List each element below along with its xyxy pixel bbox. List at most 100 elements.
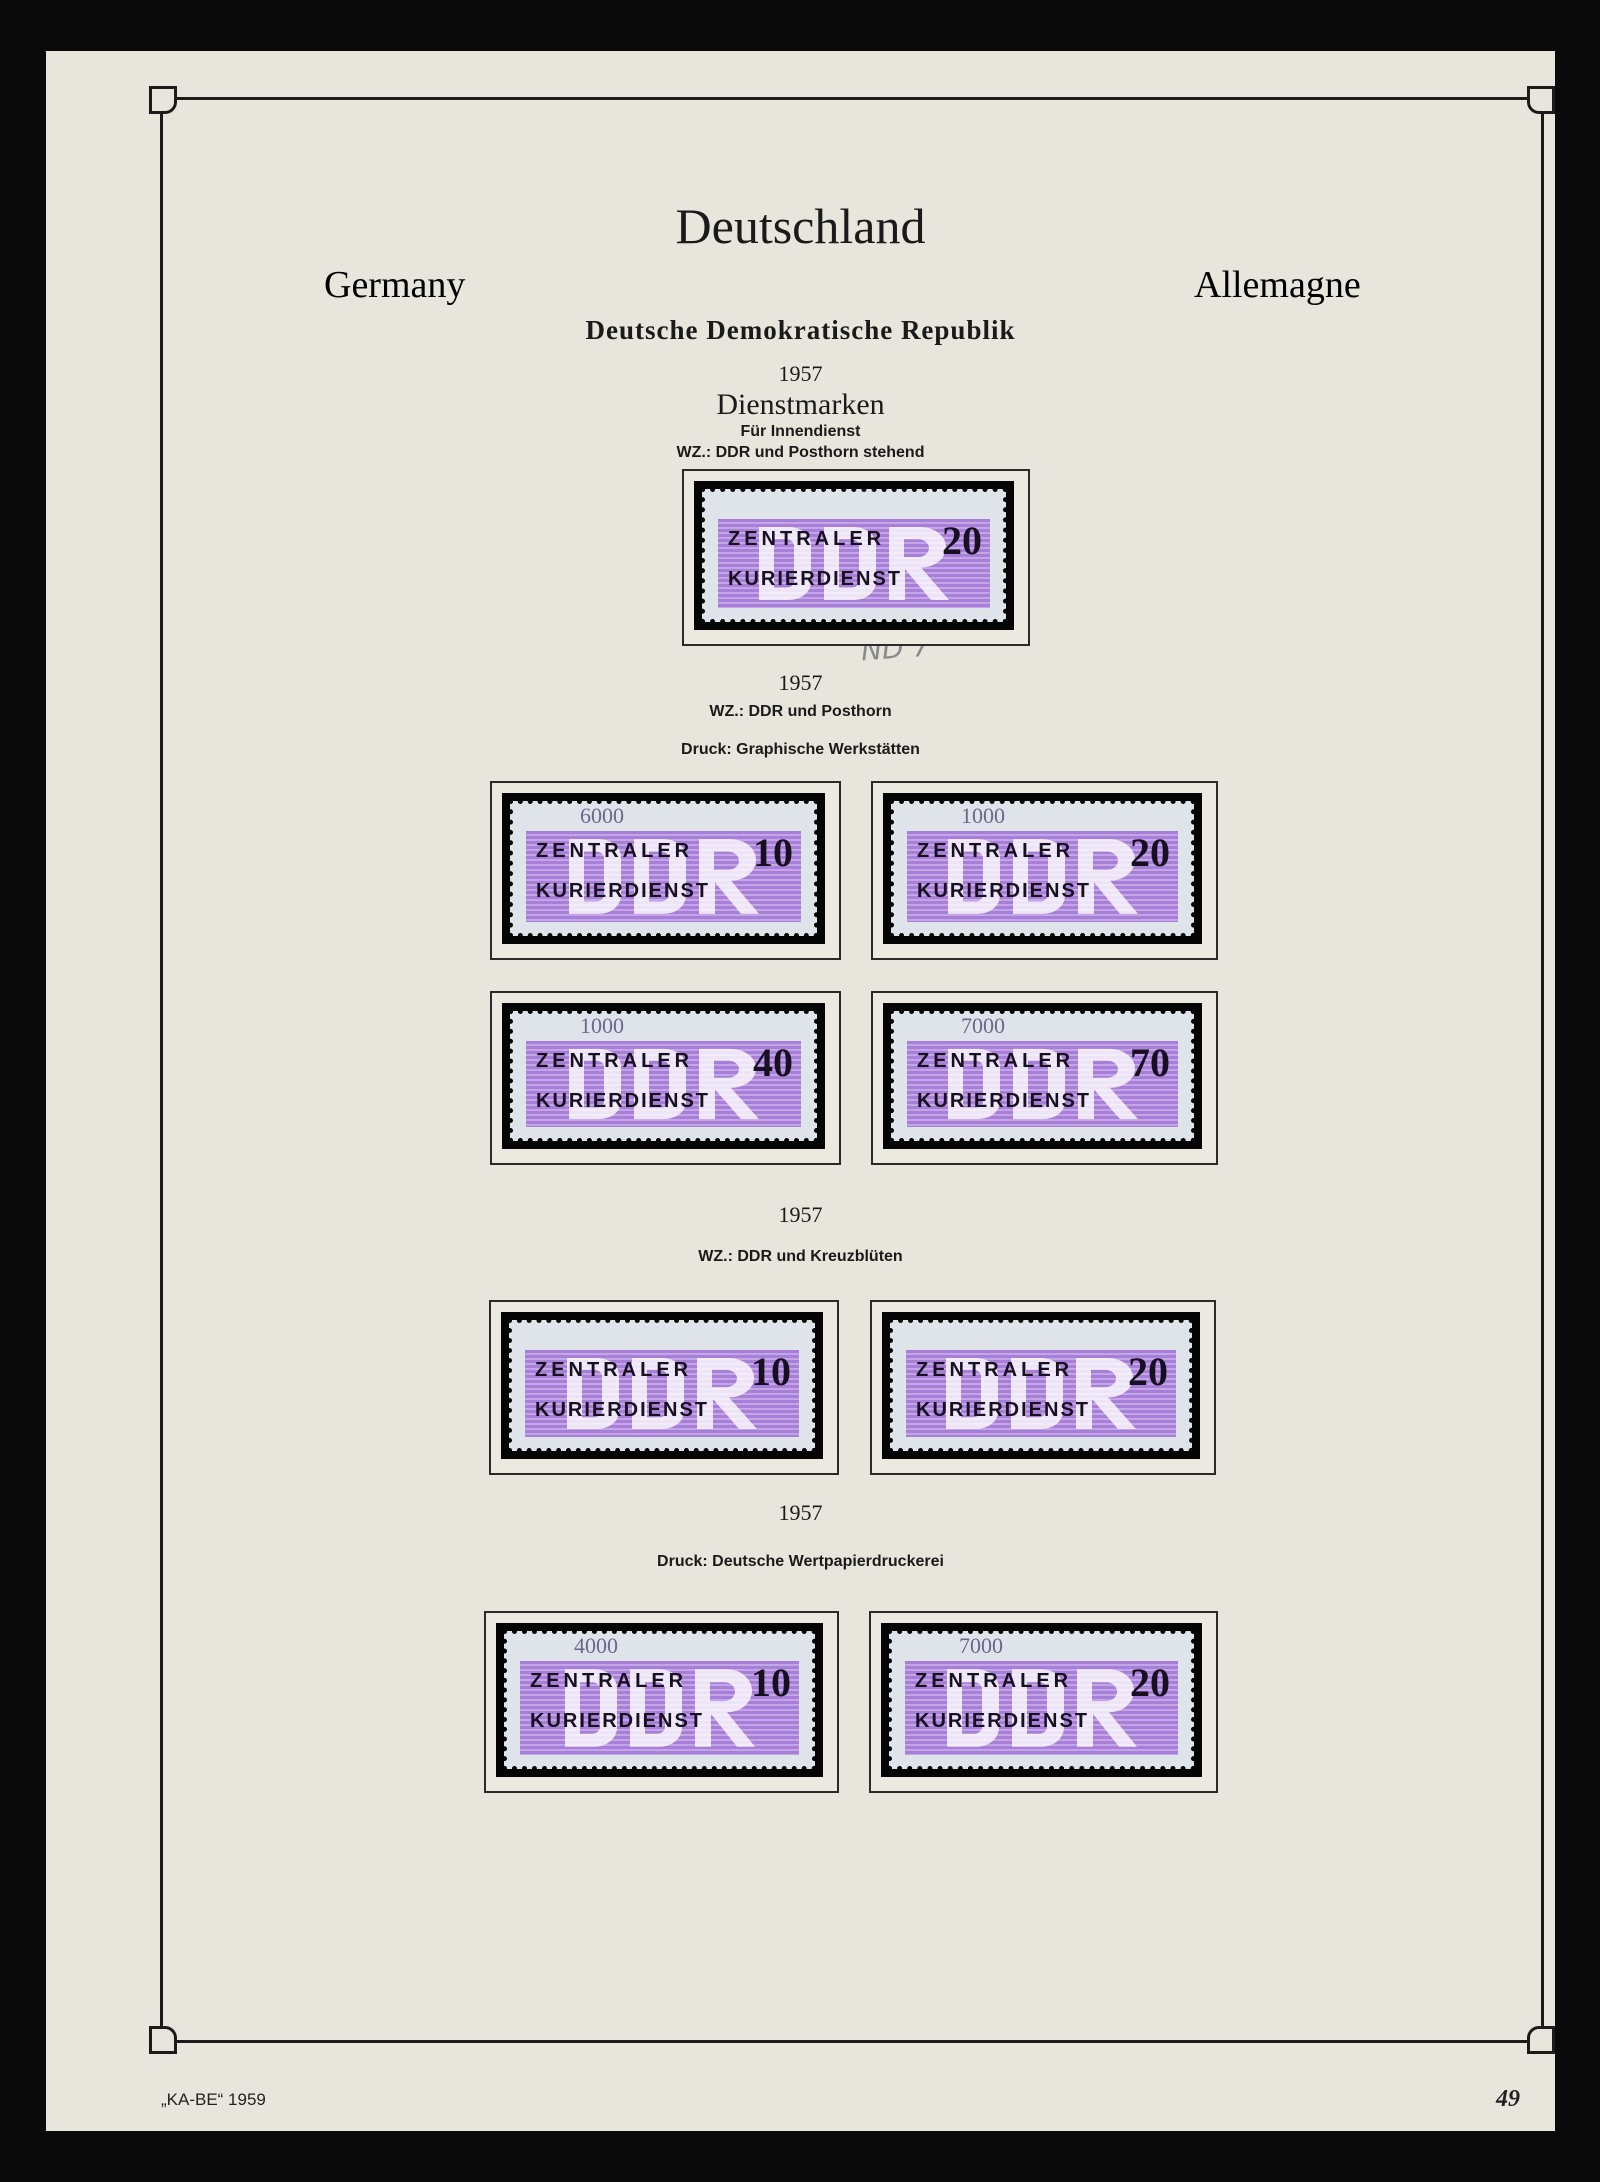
stamp-cancel-number: 6000 <box>580 803 624 828</box>
frame-corner <box>1527 86 1555 114</box>
stamp-cancel-number: 1000 <box>961 803 1005 828</box>
page-title: Deutschland <box>675 198 926 254</box>
stamp-overprint-top: ZENTRALER <box>917 840 1075 862</box>
stamp-value: 10 <box>753 831 793 875</box>
stamp-overprint-top: ZENTRALER <box>728 528 886 550</box>
stamp-value: 20 <box>1128 1350 1168 1394</box>
stamp-value: 20 <box>1130 831 1170 875</box>
section-note: Für Innendienst <box>740 423 861 440</box>
stamp-overprint-bottom: KURIERDIENST <box>728 568 903 590</box>
stamp-overprint-top: ZENTRALER <box>536 840 694 862</box>
stamp-overprint-bottom: KURIERDIENST <box>536 880 711 902</box>
stamp-ddr-letters <box>943 1045 1143 1123</box>
section-printer: Druck: Graphische Werkstätten <box>681 741 920 758</box>
stamp-overprint-bottom: KURIERDIENST <box>917 1090 1092 1112</box>
stamp-value: 20 <box>1130 1661 1170 1705</box>
stamp-value: 20 <box>942 519 982 563</box>
stamp-overprint-top: ZENTRALER <box>916 1359 1074 1381</box>
stamp-overprint-top: ZENTRALER <box>536 1050 694 1072</box>
stamp-cancel-number: 1000 <box>580 1013 624 1038</box>
stamp-cancel-number: 7000 <box>959 1633 1003 1658</box>
publisher-label: „KA-BE“ 1959 <box>161 2090 266 2109</box>
stamp-cancel-number: 4000 <box>574 1633 618 1658</box>
stamp-overprint-top: ZENTRALER <box>915 1670 1073 1692</box>
stamp-overprint-top: ZENTRALER <box>917 1050 1075 1072</box>
stamp-ddr-letters <box>941 1354 1141 1433</box>
frame-corner <box>1527 2026 1555 2054</box>
page-frame <box>149 86 1555 2054</box>
title-english: Germany <box>324 264 466 306</box>
frame-corner <box>149 2026 177 2054</box>
stamp-value: 10 <box>751 1661 791 1705</box>
stamp-ddr-letters <box>942 1665 1142 1751</box>
stamp-ddr-letters <box>943 835 1143 918</box>
section-heading: Dienstmarken <box>716 388 885 421</box>
section-year: 1957 <box>778 361 823 386</box>
stamp-overprint-bottom: KURIERDIENST <box>530 1710 705 1732</box>
page-number: 49 <box>1496 2086 1520 2112</box>
stamp-ddr-letters <box>562 1354 762 1433</box>
stamp-ddr-letters <box>564 835 764 918</box>
stamp-overprint-bottom: KURIERDIENST <box>536 1090 711 1112</box>
section-year: 1957 <box>778 1202 823 1227</box>
stamp-overprint-top: ZENTRALER <box>535 1359 693 1381</box>
album-page: Deutschland Germany Allemagne Deutsche D… <box>46 51 1555 2131</box>
section-watermark: WZ.: DDR und Posthorn <box>709 703 892 720</box>
section-watermark: WZ.: DDR und Posthorn stehend <box>676 444 925 461</box>
section-year: 1957 <box>778 670 823 695</box>
page-subtitle: Deutsche Demokratische Republik <box>585 315 1016 345</box>
stamp-overprint-bottom: KURIERDIENST <box>535 1399 710 1421</box>
section-watermark: WZ.: DDR und Kreuzblüten <box>698 1248 903 1265</box>
stamp-value: 40 <box>753 1041 793 1085</box>
stamp-ddr-letters <box>564 1045 764 1123</box>
section-printer: Druck: Deutsche Wertpapierdruckerei <box>657 1553 944 1570</box>
section-year: 1957 <box>778 1500 823 1525</box>
stamp-overprint-bottom: KURIERDIENST <box>916 1399 1091 1421</box>
stamp-ddr-letters <box>754 523 954 604</box>
stamp-cancel-number: 7000 <box>961 1013 1005 1038</box>
frame-corner <box>149 86 177 114</box>
title-french: Allemagne <box>1194 264 1361 306</box>
stamp-overprint-bottom: KURIERDIENST <box>917 880 1092 902</box>
stamp-value: 70 <box>1130 1041 1170 1085</box>
stamp-overprint-bottom: KURIERDIENST <box>915 1710 1090 1732</box>
stamp-ddr-letters <box>560 1665 760 1751</box>
stamp-value: 10 <box>751 1350 791 1394</box>
